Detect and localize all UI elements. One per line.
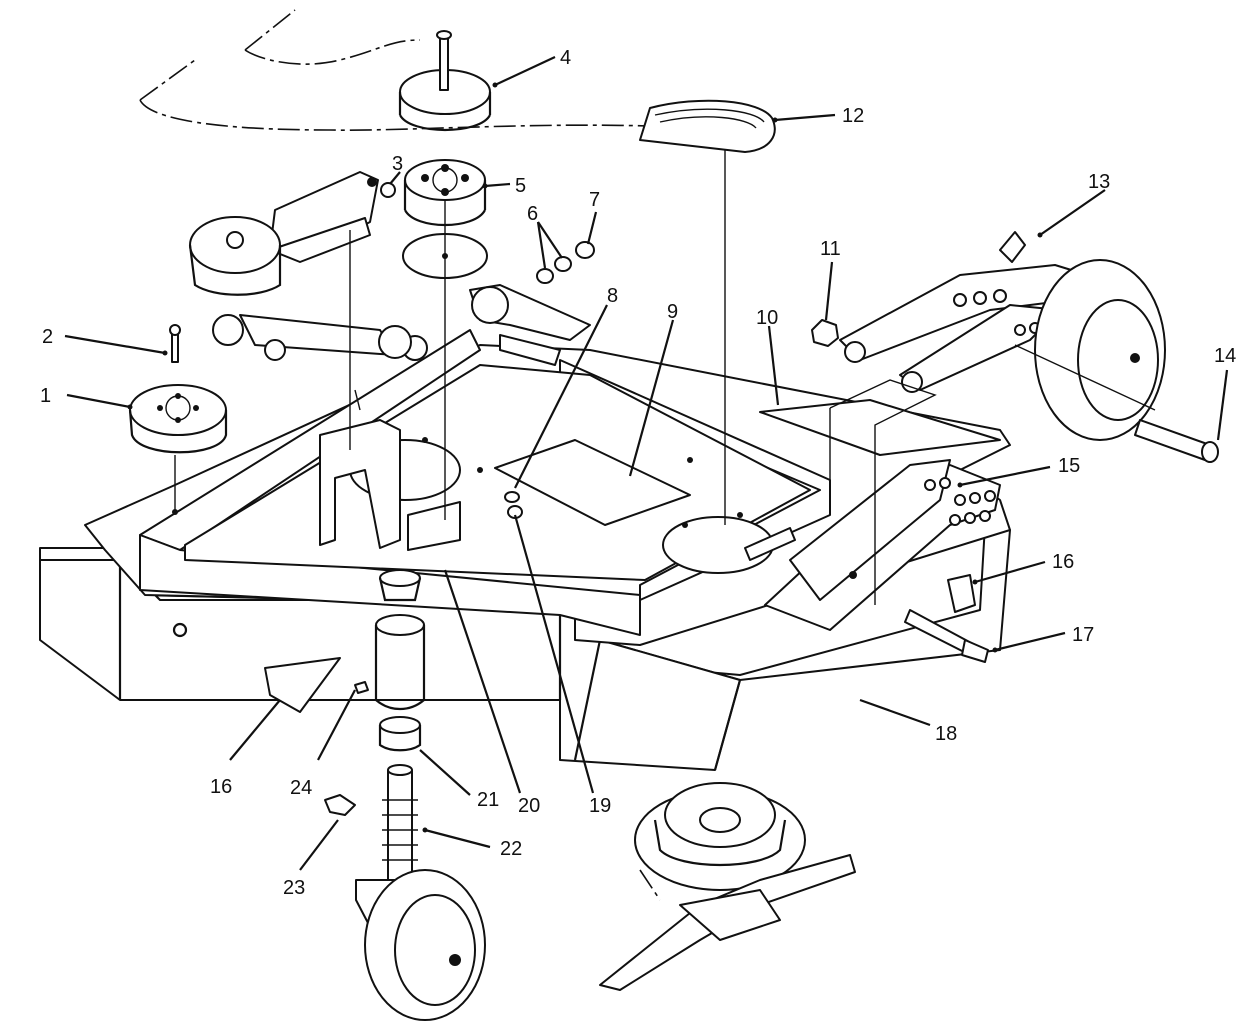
callout-2: 2 [42,326,53,348]
callout-24: 24 [290,777,312,799]
belt-and-pulleys [128,9,776,525]
callout-15: 15 [1058,455,1080,477]
callout-23: 23 [283,877,305,899]
hitch-assembly [764,231,1219,663]
leader-lines [64,56,1229,871]
callout-16-left: 16 [210,776,232,798]
callout-7: 7 [589,189,600,211]
callout-20: 20 [518,795,540,817]
callout-4: 4 [560,47,571,69]
callout-19: 19 [589,795,611,817]
callout-labels: 1 2 3 4 5 6 7 8 9 10 11 12 13 14 15 16 1… [40,47,1236,899]
caster-assembly [324,569,486,1021]
callout-18: 18 [935,723,957,745]
callout-3: 3 [392,153,403,175]
spindle-and-blade [599,782,856,991]
callout-16-right: 16 [1052,551,1074,573]
callout-10: 10 [756,307,778,329]
callout-17: 17 [1072,624,1094,646]
callout-1: 1 [40,385,51,407]
callout-14: 14 [1214,345,1236,367]
callout-11: 11 [820,238,841,260]
callout-8: 8 [607,285,618,307]
callout-6: 6 [527,203,538,225]
callout-21: 21 [477,789,499,811]
callout-12: 12 [842,105,864,127]
callout-22: 22 [500,838,522,860]
callout-13: 13 [1088,171,1110,193]
mower-deck [39,284,1011,771]
callout-9: 9 [667,301,678,323]
callout-5: 5 [515,175,526,197]
